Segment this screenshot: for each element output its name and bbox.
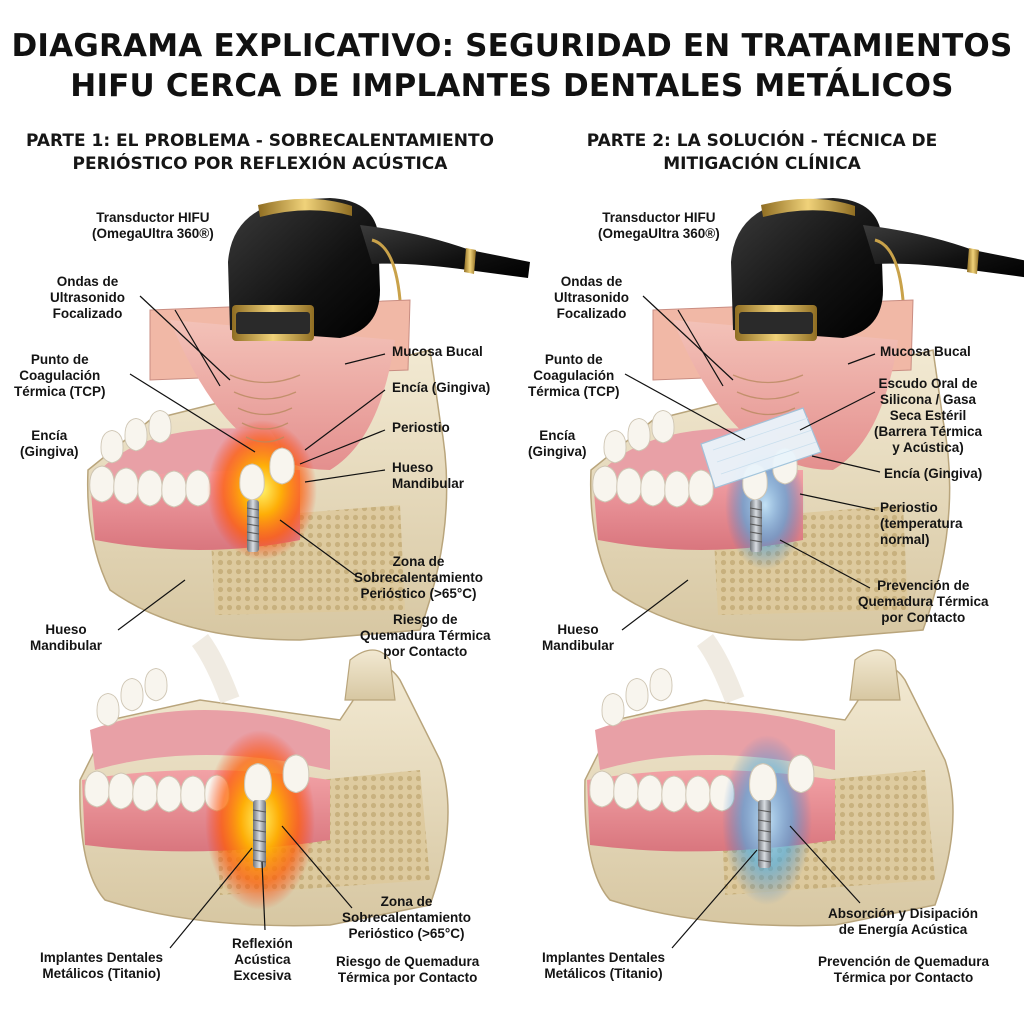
main-title: DIAGRAMA EXPLICATIVO: SEGURIDAD EN TRATA… xyxy=(0,26,1024,106)
main-title-line-2: HIFU CERCA DE IMPLANTES DENTALES METÁLIC… xyxy=(70,68,954,104)
p2-label-gum-left: Encía(Gingiva) xyxy=(528,428,587,459)
main-title-line-1: DIAGRAMA EXPLICATIVO: SEGURIDAD EN TRATA… xyxy=(11,28,1013,64)
part2-heading-line-2: MITIGACIÓN CLÍNICA xyxy=(663,154,861,174)
part2-top-leaders xyxy=(621,295,881,631)
part1-bottom-jaw xyxy=(79,634,449,927)
part1-top-leaders xyxy=(117,295,386,631)
p1-label-gum-right: Encía (Gingiva) xyxy=(392,380,491,395)
p2-label-gum-right: Encía (Gingiva) xyxy=(884,466,983,481)
part1-bottom-leaders xyxy=(169,825,353,949)
part1-heading-line-2: PERIÓSTICO POR REFLEXIÓN ACÚSTICA xyxy=(72,154,448,174)
part2-bottom-leaders xyxy=(671,825,861,949)
part1-heading-line-1: PARTE 1: EL PROBLEMA - SOBRECALENTAMIENT… xyxy=(25,131,494,151)
part1-top-jaw xyxy=(86,196,532,641)
part2-top-jaw xyxy=(589,196,1024,641)
part2-heading-line-1: PARTE 2: LA SOLUCIÓN - TÉCNICA DE xyxy=(586,131,938,151)
p1-label-transducer: Transductor HIFU(OmegaUltra 360®) xyxy=(92,210,214,241)
p2-label-transducer: Transductor HIFU(OmegaUltra 360®) xyxy=(598,210,720,241)
p1-label-periosteum: Periostio xyxy=(392,420,450,435)
part1-heading: PARTE 1: EL PROBLEMA - SOBRECALENTAMIENT… xyxy=(10,130,510,176)
p2-label-mucosa: Mucosa Bucal xyxy=(880,344,971,359)
p1-label-gum-left: Encía(Gingiva) xyxy=(20,428,79,459)
part2-heading: PARTE 2: LA SOLUCIÓN - TÉCNICA DE MITIGA… xyxy=(512,130,1012,176)
part2-bottom-jaw xyxy=(584,634,954,927)
p1-label-mucosa: Mucosa Bucal xyxy=(392,344,483,359)
